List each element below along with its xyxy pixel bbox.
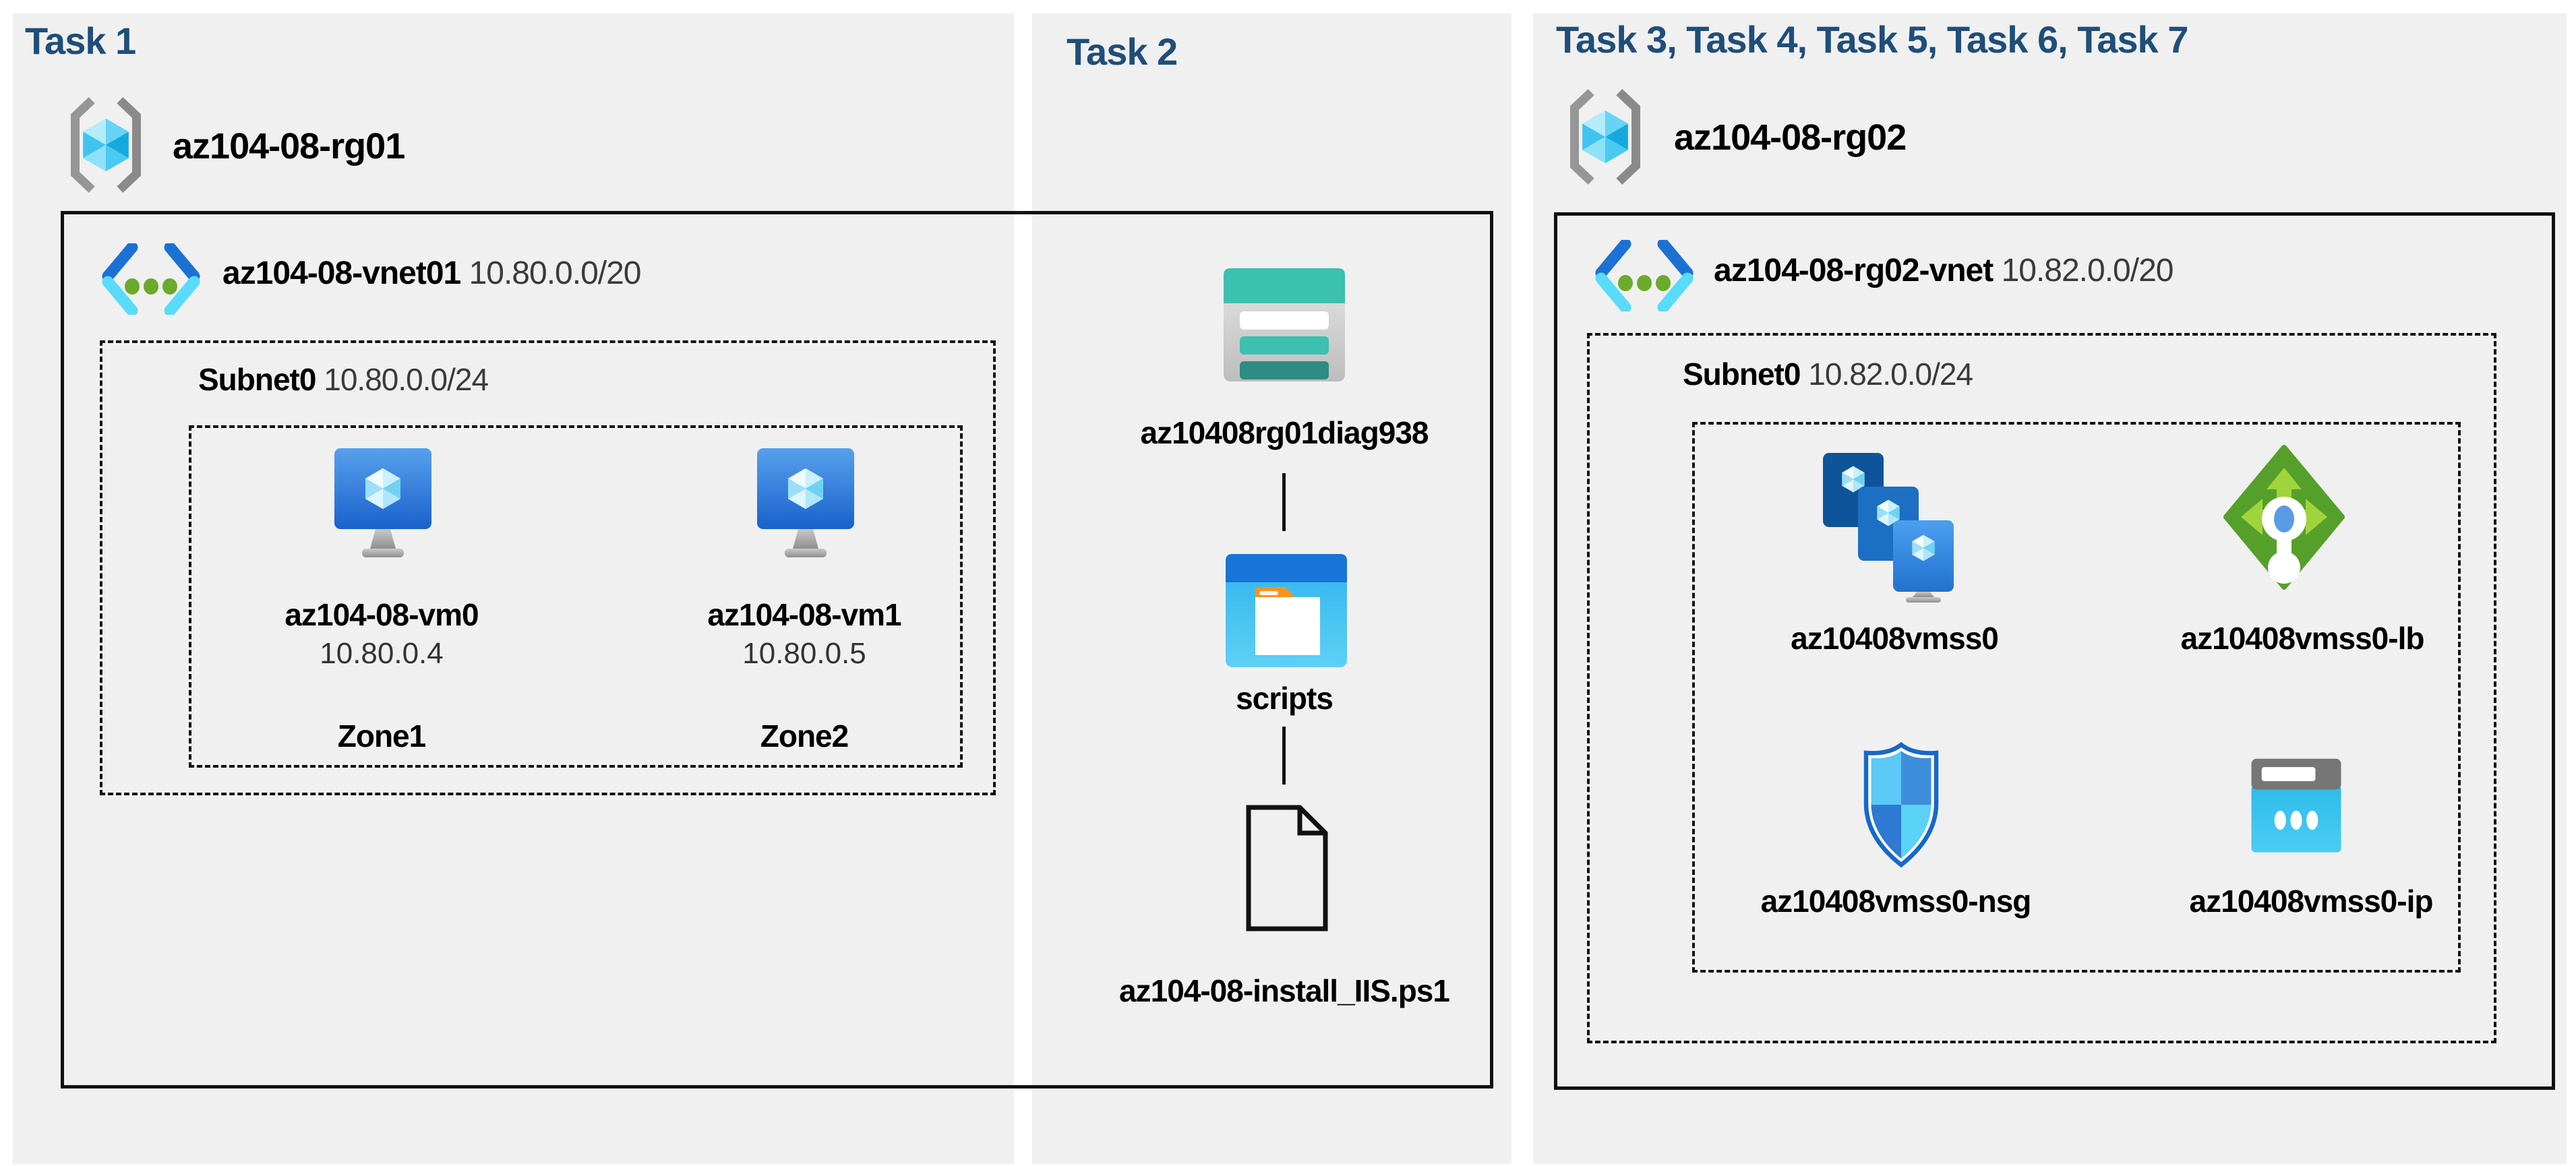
vmss-label: az10408vmss0 — [1791, 621, 1999, 656]
subnet2-label: Subnet0 10.82.0.0/24 — [1683, 355, 1973, 393]
vm-icon — [332, 446, 433, 562]
vnet1-cidr: 10.80.0.0/20 — [469, 255, 642, 291]
vnet-icon — [101, 243, 201, 315]
ps1-file-label: az104-08-install_IIS.ps1 — [1119, 973, 1450, 1008]
subnet2-cidr: 10.82.0.0/24 — [1808, 357, 1973, 392]
storage-label: az10408rg01diag938 — [1140, 415, 1429, 450]
load-balancer-icon — [2223, 445, 2345, 590]
resource-group-icon — [62, 96, 150, 194]
vm-icon — [755, 446, 856, 562]
storage-account-icon — [1224, 268, 1345, 381]
ps1-file-icon — [1243, 803, 1329, 933]
vm1-zone: Zone2 — [760, 718, 849, 754]
vm0-ip: 10.80.0.4 — [320, 637, 444, 670]
vnet2-name: az104-08-rg02-vnet — [1714, 253, 1994, 288]
task2-title: Task 2 — [1067, 30, 1178, 73]
vm1-name: az104-08-vm1 — [707, 597, 901, 632]
subnet1-cidr: 10.80.0.0/24 — [324, 362, 489, 397]
vm-availability-box — [189, 425, 963, 768]
scripts-folder-label: scripts — [1236, 681, 1334, 716]
rg02-label: az104-08-rg02 — [1674, 117, 1907, 158]
vmss-group-box — [1692, 422, 2461, 973]
subnet2-box — [1587, 333, 2496, 1043]
vnet1-name: az104-08-vnet01 — [222, 255, 461, 291]
vnet2-label: az104-08-rg02-vnet 10.82.0.0/20 — [1714, 251, 2174, 291]
panel-task1 — [13, 13, 1014, 1164]
task1-title: Task 1 — [25, 20, 136, 62]
connector-storage-scripts — [1282, 473, 1286, 531]
vnet1-label: az104-08-vnet01 10.80.0.0/20 — [222, 253, 642, 294]
vm0-name: az104-08-vm0 — [284, 597, 479, 632]
nsg-label: az10408vmss0-nsg — [1760, 884, 2032, 919]
vmss-icon — [1820, 453, 1958, 603]
load-balancer-label: az10408vmss0-lb — [2180, 621, 2425, 656]
subnet1-box — [100, 340, 996, 795]
vm0-zone: Zone1 — [337, 718, 426, 754]
vnet-icon — [1594, 240, 1694, 311]
rg01-label: az104-08-rg01 — [173, 126, 405, 166]
vnet2-cidr: 10.82.0.0/20 — [2001, 253, 2174, 288]
connector-scripts-file — [1282, 727, 1286, 785]
subnet2-name: Subnet0 — [1683, 357, 1801, 392]
resource-group-icon — [1561, 88, 1649, 186]
scripts-folder-icon — [1226, 554, 1347, 667]
rg01-boundary-box — [61, 211, 1493, 1088]
public-ip-label: az10408vmss0-ip — [2189, 884, 2434, 919]
subnet1-name: Subnet0 — [198, 362, 316, 397]
public-ip-icon — [2245, 758, 2347, 856]
nsg-icon — [1857, 740, 1945, 869]
rg02-boundary-box — [1554, 212, 2555, 1090]
subnet1-label: Subnet0 10.80.0.0/24 — [198, 361, 489, 398]
vm1-ip: 10.80.0.5 — [742, 637, 866, 670]
task3-title: Task 3, Task 4, Task 5, Task 6, Task 7 — [1556, 18, 2188, 61]
